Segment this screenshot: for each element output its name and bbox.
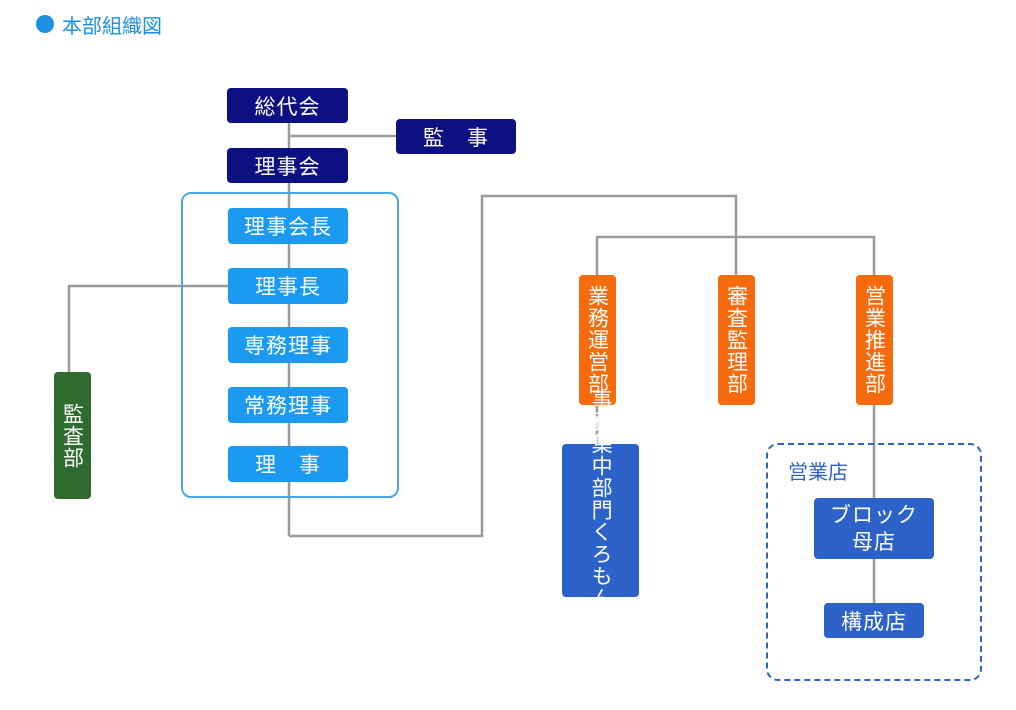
node-boten-label: 母店 — [852, 529, 896, 554]
title-bullet-icon — [36, 15, 54, 33]
title-text: 本部組織図 — [62, 13, 162, 38]
node-jimu-kuromon: 事務集中部門くろもん支店 — [562, 389, 639, 653]
line-to-kansabu — [67, 284, 230, 374]
executive-frame — [181, 192, 399, 498]
node-senmu: 専務理事 — [228, 327, 348, 363]
node-riji: 理 事 — [228, 446, 348, 482]
node-jimu-kuromon-label: 事務集中部門くろもん支店 — [588, 389, 613, 653]
node-joumu: 常務理事 — [228, 387, 348, 423]
node-jimu-shuchu-label: 事務集中部門 — [589, 388, 614, 521]
page-title: 本部組織図 — [36, 10, 162, 38]
node-shinsa-kanri: 審査監理部 — [718, 275, 755, 405]
node-kouseiten: 構成店 — [824, 603, 924, 638]
node-kansabu: 監査部 — [54, 372, 91, 499]
branch-frame-label: 営業店 — [788, 460, 848, 484]
node-gyomu-unei: 業務運営部 — [579, 275, 616, 405]
branch-frame — [766, 443, 982, 681]
node-kanji: 監 事 — [396, 119, 516, 154]
line-division-bar — [595, 235, 876, 277]
line-to-divisions — [289, 194, 738, 538]
node-block-label: ブロック — [830, 503, 918, 528]
node-eigyo-suishin: 営業推進部 — [856, 275, 893, 405]
node-kuromon-label: くろもん支店 — [589, 520, 614, 653]
node-rijikai: 理事会 — [227, 148, 348, 183]
node-soudaikai: 総代会 — [227, 88, 348, 123]
node-eigyo-suishin-label: 営業推進部 — [862, 285, 887, 395]
node-block-boten: ブロック 母店 — [814, 498, 934, 559]
node-rijicho: 理事長 — [228, 268, 348, 304]
node-gyomu-unei-label: 業務運営部 — [585, 285, 610, 395]
node-shinsa-kanri-label: 審査監理部 — [724, 285, 749, 395]
node-kansabu-label: 監査部 — [60, 402, 85, 469]
node-rijikaicho: 理事会長 — [228, 208, 348, 244]
